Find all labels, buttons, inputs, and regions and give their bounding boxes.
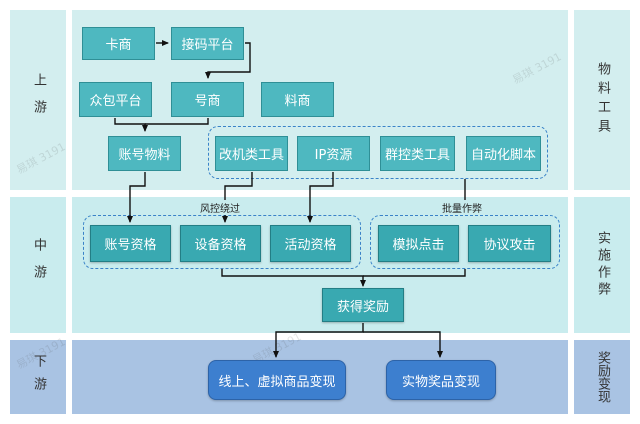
arrow-reward-to-virtual xyxy=(273,323,364,358)
risk-bypass-label: 风控绕过 xyxy=(198,200,242,215)
ip-resources-node[interactable]: IP资源 xyxy=(297,136,370,171)
midstream-label: 中游 xyxy=(10,197,66,333)
number-merchant-node[interactable]: 号商 xyxy=(171,82,244,117)
arrow-crowd-to-account xyxy=(114,118,148,132)
downstream-label: 下游 xyxy=(10,340,66,414)
activity-qualification-node[interactable]: 活动资格 xyxy=(270,225,351,262)
get-rewards-node[interactable]: 获得奖励 xyxy=(322,288,404,322)
materials-tools-label: 物料工具 xyxy=(574,10,630,190)
midstream-label-text: 中游 xyxy=(31,238,46,292)
cashout-label-text: 奖励变现 xyxy=(595,351,610,403)
downstream-right-panel xyxy=(574,340,630,414)
virtual-goods-cashout-node[interactable]: 线上、虚拟商品变现 xyxy=(208,360,346,400)
material-merchant-node[interactable]: 料商 xyxy=(261,82,334,117)
arrow-attack-to-reward xyxy=(363,269,466,277)
qualification-group xyxy=(83,215,361,269)
arrow-ip-to-activity xyxy=(307,172,334,223)
batch-cheating-label: 批量作弊 xyxy=(440,200,484,215)
protocol-attack-node[interactable]: 协议攻击 xyxy=(468,225,551,262)
crowdsource-platform-node[interactable]: 众包平台 xyxy=(79,82,152,117)
attack-method-group xyxy=(370,215,560,269)
materials-tools-label-text: 物料工具 xyxy=(595,62,610,138)
midstream-left-panel xyxy=(10,197,66,333)
arrow-qual-to-reward xyxy=(221,269,366,287)
device-mod-tools-node[interactable]: 改机类工具 xyxy=(215,136,288,171)
arrow-number-to-account xyxy=(145,118,209,125)
simulated-click-node[interactable]: 模拟点击 xyxy=(378,225,459,262)
downstream-label-text: 下游 xyxy=(31,354,46,400)
downstream-left-panel xyxy=(10,340,66,414)
upstream-right-panel xyxy=(574,10,630,190)
midstream-main-panel xyxy=(72,197,568,333)
code-platform-node[interactable]: 接码平台 xyxy=(171,27,244,60)
group-control-tools-node[interactable]: 群控类工具 xyxy=(380,136,455,171)
arrow-account-to-qual xyxy=(127,172,146,223)
card-merchant-node[interactable]: 卡商 xyxy=(82,27,155,60)
tools-group xyxy=(208,126,548,179)
account-qualification-node[interactable]: 账号资格 xyxy=(90,225,171,262)
upstream-left-panel xyxy=(10,10,66,190)
midstream-right-panel xyxy=(574,197,630,333)
upstream-label: 上游 xyxy=(10,10,66,190)
physical-prize-cashout-node[interactable]: 实物奖品变现 xyxy=(386,360,496,400)
cashout-label: 奖励变现 xyxy=(574,340,630,414)
account-materials-node[interactable]: 账号物料 xyxy=(108,136,181,171)
automation-scripts-node[interactable]: 自动化脚本 xyxy=(466,136,541,171)
upstream-label-text: 上游 xyxy=(31,73,46,127)
device-qualification-node[interactable]: 设备资格 xyxy=(180,225,261,262)
arrow-reward-to-physical xyxy=(363,331,443,358)
arrow-code-to-row xyxy=(205,42,251,79)
cheating-label: 实施作弊 xyxy=(574,197,630,333)
cheating-label-text: 实施作弊 xyxy=(595,231,610,299)
